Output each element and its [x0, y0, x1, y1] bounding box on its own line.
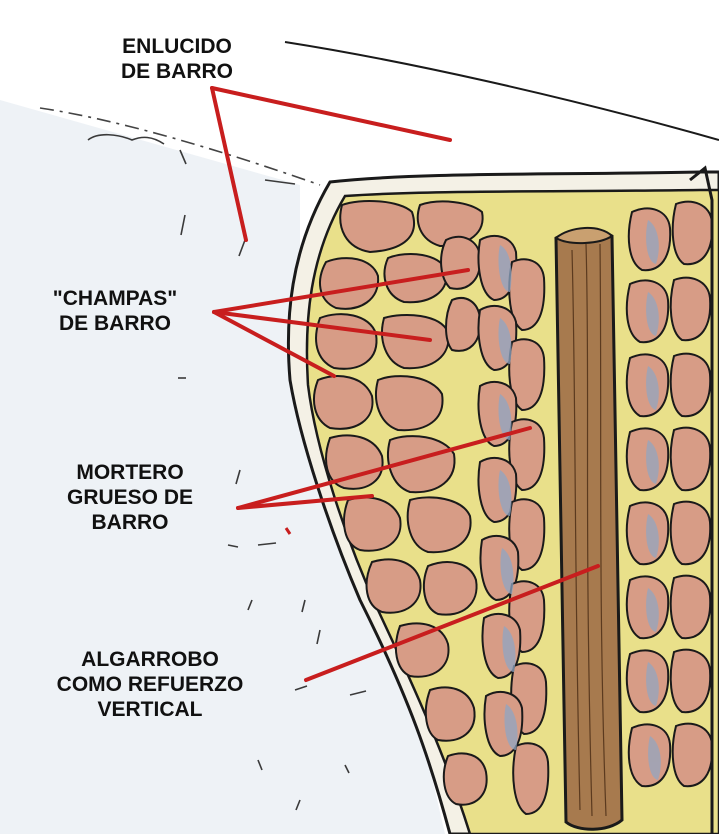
- label-algarrobo-line1: ALGARROBO: [30, 647, 270, 672]
- label-mortero-line1: MORTERO: [30, 460, 230, 485]
- label-enlucido-line2: DE BARRO: [92, 59, 262, 84]
- algarrobo-post: [556, 231, 622, 829]
- label-mortero-line3: BARRO: [30, 510, 230, 535]
- label-enlucido-line1: ENLUCIDO: [92, 34, 262, 59]
- label-algarrobo-line2: COMO REFUERZO: [30, 672, 270, 697]
- label-mortero-grueso: MORTERO GRUESO DE BARRO: [30, 460, 230, 535]
- label-champas-de-barro: "CHAMPAS" DE BARRO: [20, 286, 210, 336]
- label-algarrobo-refuerzo: ALGARROBO COMO REFUERZO VERTICAL: [30, 647, 270, 722]
- label-champas-line1: "CHAMPAS": [20, 286, 210, 311]
- label-algarrobo-line3: VERTICAL: [30, 697, 270, 722]
- label-mortero-line2: GRUESO DE: [30, 485, 230, 510]
- label-enlucido-de-barro: ENLUCIDO DE BARRO: [92, 34, 262, 84]
- label-champas-line2: DE BARRO: [20, 311, 210, 336]
